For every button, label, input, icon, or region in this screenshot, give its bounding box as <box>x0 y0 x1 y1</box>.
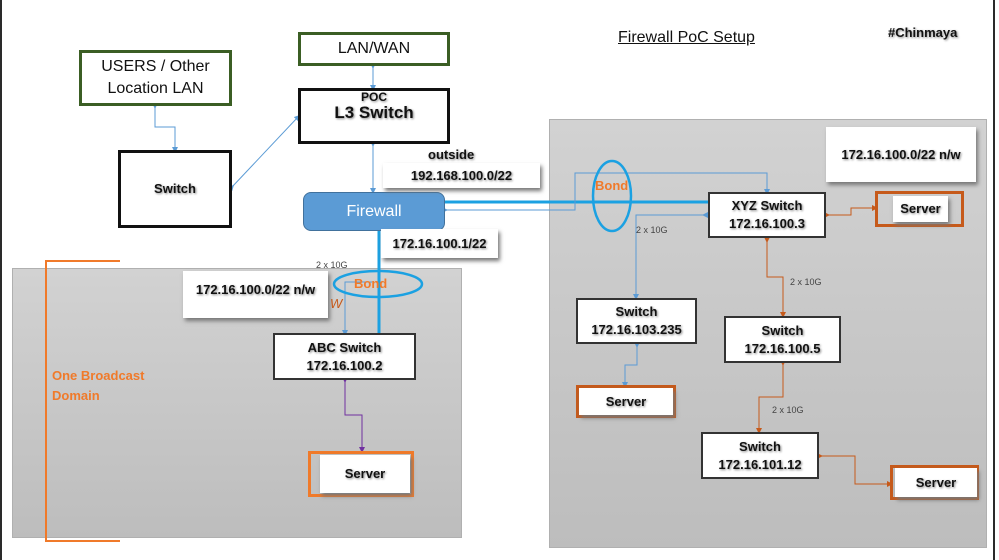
abc-server-node[interactable]: Server <box>320 455 410 493</box>
outside-label: outside <box>428 147 475 162</box>
bond-left-label: Bond <box>354 276 388 291</box>
access-switch-node[interactable]: Switch <box>118 150 232 228</box>
speed-abc-label: 2 x 10G <box>316 260 348 270</box>
server-12-frame <box>890 465 979 500</box>
server-235-label: Server <box>605 393 647 409</box>
inside-ip-card: 172.16.100.1/22 <box>381 229 498 258</box>
firewall-node[interactable]: Firewall <box>303 192 445 231</box>
lan-wan-label: LAN/WAN <box>337 40 411 58</box>
left-network-card: 172.16.100.0/22 n/w <box>183 271 328 318</box>
broadcast-line1: One Broadcast <box>52 368 145 383</box>
switch-12-name: Switch <box>739 438 781 454</box>
stray-w-label: W <box>330 296 343 311</box>
firewall-label: Firewall <box>346 202 402 220</box>
inside-ip-label: 172.16.100.1/22 <box>392 235 487 251</box>
l3-switch-label: L3 Switch <box>334 103 414 123</box>
link-users-switch <box>152 103 178 153</box>
lan-wan-node[interactable]: LAN/WAN <box>298 32 450 66</box>
switch-5-node[interactable]: Switch 172.16.100.5 <box>724 316 841 363</box>
abc-switch-name: ABC Switch <box>307 339 382 355</box>
switch-5-ip: 172.16.100.5 <box>744 340 821 356</box>
xyz-switch-name: XYZ Switch <box>731 198 803 214</box>
outside-net-card: 192.168.100.0/22 <box>383 163 540 188</box>
server-12-node[interactable]: Server <box>895 468 977 497</box>
abc-switch-node[interactable]: ABC Switch 172.16.100.2 <box>273 333 416 380</box>
left-network-label: 172.16.100.0/22 n/w <box>195 282 316 297</box>
server-235-frame <box>576 385 676 418</box>
users-lan-line1: USERS / Other <box>101 58 210 76</box>
switch-12-node[interactable]: Switch 172.16.101.12 <box>701 432 819 479</box>
switch-235-name: Switch <box>615 304 658 320</box>
server-235-node[interactable]: Server <box>579 388 673 415</box>
xyz-switch-node[interactable]: XYZ Switch 172.16.100.3 <box>708 192 826 238</box>
page-border-left <box>0 0 2 560</box>
author-tag: #Chinmaya <box>888 25 958 40</box>
outside-net-label: 192.168.100.0/22 <box>410 167 513 183</box>
link-switch-l3 <box>227 114 301 192</box>
abc-server-frame <box>308 451 414 497</box>
switch-12-ip: 172.16.101.12 <box>718 456 802 472</box>
abc-switch-ip: 172.16.100.2 <box>306 357 383 373</box>
users-lan-line2: Location LAN <box>107 80 204 97</box>
bond-right-label: Bond <box>595 178 629 193</box>
speed-5-12-label: 2 x 10G <box>772 405 804 415</box>
page-border-right <box>993 0 995 560</box>
xyz-switch-ip: 172.16.100.3 <box>729 216 805 231</box>
access-switch-label: Switch <box>154 181 196 197</box>
right-network-label: 172.16.100.0/22 n/w <box>841 146 961 162</box>
right-network-card: 172.16.100.0/22 n/w <box>826 127 976 182</box>
xyz-server-label: Server <box>900 201 941 217</box>
broadcast-line2: Domain <box>52 387 100 403</box>
speed-xyz-235-label: 2 x 10G <box>636 225 668 235</box>
xyz-server-node[interactable]: Server <box>893 196 948 222</box>
speed-xyz-5-label: 2 x 10G <box>790 277 822 287</box>
l3-switch-top: POC <box>360 90 387 104</box>
switch-235-ip: 172.16.103.235 <box>591 322 682 337</box>
server-12-label: Server <box>915 474 957 490</box>
switch-235-node[interactable]: Switch 172.16.103.235 <box>576 298 697 344</box>
abc-server-label: Server <box>344 466 386 482</box>
diagram-title: Firewall PoC Setup <box>618 29 755 46</box>
switch-5-name: Switch <box>761 322 804 338</box>
xyz-server-frame <box>875 191 964 227</box>
